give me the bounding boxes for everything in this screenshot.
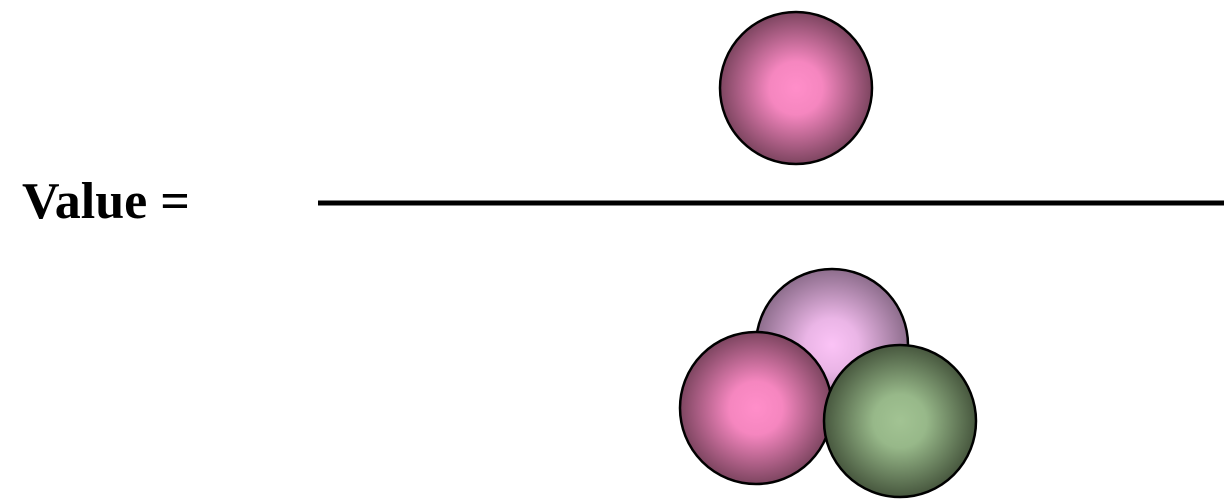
value-equals-label: Value = [22, 173, 190, 230]
numerator-pink-ball [718, 10, 874, 166]
denominator-green-ball [822, 343, 978, 499]
denominator-pink-ball [678, 330, 834, 486]
